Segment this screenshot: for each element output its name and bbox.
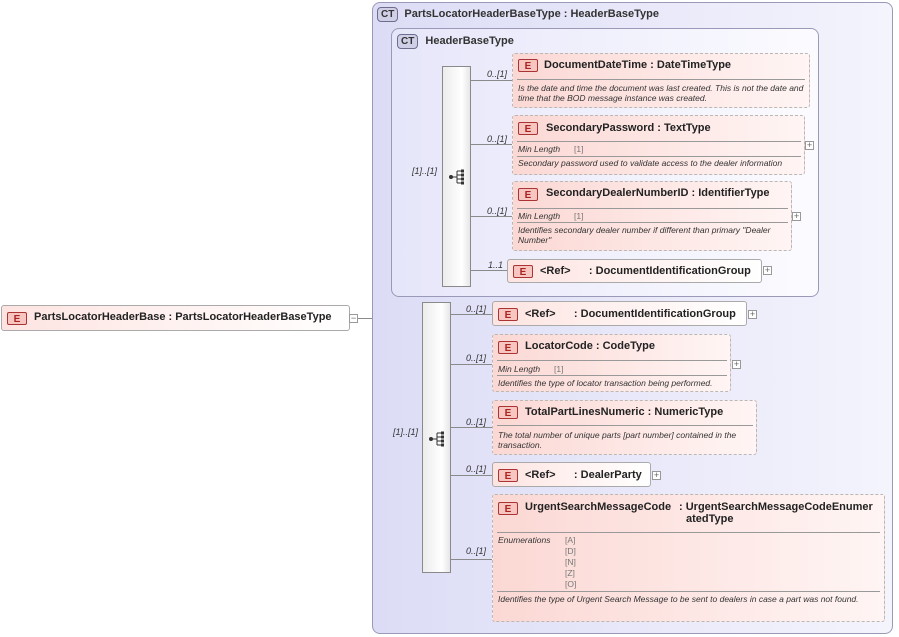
sequence-compositor[interactable] [442, 66, 471, 287]
root-element-title: PartsLocatorHeaderBase : PartsLocatorHea… [34, 311, 332, 323]
element-description: Identifies the type of Urgent Search Mes… [498, 594, 859, 604]
branch-line [471, 270, 507, 271]
branch-line [471, 80, 512, 81]
element-title: <Ref> : DealerParty [525, 469, 642, 481]
element-locator-code[interactable]: E LocatorCode : CodeType Min Length [1] … [492, 334, 731, 392]
element-urgent-search-message-code[interactable]: E UrgentSearchMessageCode : UrgentSearch… [492, 494, 885, 622]
element-badge: E [518, 122, 538, 135]
root-collapse-icon[interactable]: − [349, 313, 358, 323]
element-total-part-lines-numeric[interactable]: E TotalPartLinesNumeric : NumericType Th… [492, 400, 757, 455]
divider [497, 375, 727, 376]
branch-line [451, 427, 492, 428]
facet-value: [1] [574, 144, 584, 154]
sequence-occurrence: [1]..[1] [393, 427, 419, 437]
expand-icon[interactable]: + [732, 359, 741, 369]
branch-line [471, 216, 512, 217]
element-title: SecondaryPassword : TextType [546, 122, 711, 134]
element-occurrence: 0..[1] [466, 304, 487, 314]
complex-type-inner-title: HeaderBaseType [425, 35, 514, 47]
element-title: TotalPartLinesNumeric : NumericType [525, 406, 724, 418]
element-occurrence: 0..[1] [466, 353, 487, 363]
element-badge: E [498, 502, 518, 515]
element-description: Is the date and time the document was la… [518, 83, 804, 103]
complex-type-outer-header: CT PartsLocatorHeaderBaseType : HeaderBa… [377, 7, 659, 22]
sequence-icon [449, 169, 464, 185]
enumeration-value: [A] [565, 535, 576, 545]
element-title: DocumentDateTime : DateTimeType [544, 59, 732, 71]
facet-label: Min Length [518, 211, 561, 221]
complex-type-inner-header: CT HeaderBaseType [397, 34, 514, 49]
enumeration-value: [N] [565, 557, 576, 567]
sequence-icon [429, 431, 444, 447]
ct-badge: CT [377, 7, 399, 22]
element-badge: E [7, 312, 27, 325]
facet-label: Enumerations [498, 535, 551, 545]
element-occurrence: 0..[1] [487, 134, 508, 144]
facet-label: Min Length [498, 364, 541, 374]
branch-line [451, 475, 492, 476]
element-occurrence: 0..[1] [466, 546, 487, 556]
element-badge: E [498, 406, 518, 419]
element-occurrence: 1..1 [488, 260, 504, 270]
element-occurrence: 0..[1] [466, 464, 487, 474]
element-title-name: UrgentSearchMessageCode [525, 501, 672, 513]
element-description: Identifies the type of locator transacti… [498, 378, 713, 388]
branch-line [471, 144, 512, 145]
element-badge: E [498, 469, 518, 482]
divider [517, 222, 788, 223]
element-title-type-wrap: atedType [686, 513, 734, 525]
sequence-occurrence: [1]..[1] [412, 166, 438, 176]
divider [497, 425, 753, 426]
divider [497, 360, 727, 361]
expand-icon[interactable]: + [792, 211, 801, 221]
divider [497, 591, 880, 592]
element-occurrence: 0..[1] [466, 417, 487, 427]
element-title: LocatorCode : CodeType [525, 340, 655, 352]
expand-icon[interactable]: + [748, 309, 757, 319]
branch-line [451, 314, 492, 315]
element-ref-document-identification-group[interactable]: E <Ref> : DocumentIdentificationGroup [507, 259, 762, 283]
element-description: The total number of unique parts [part n… [498, 430, 737, 450]
element-title: <Ref> : DocumentIdentificationGroup [540, 265, 751, 277]
facet-label: Min Length [518, 144, 561, 154]
element-badge: E [518, 59, 538, 72]
sequence-compositor[interactable] [422, 302, 451, 573]
element-badge: E [518, 188, 538, 201]
element-occurrence: 0..[1] [487, 206, 508, 216]
enumeration-value: [O] [565, 579, 577, 589]
element-occurrence: 0..[1] [487, 69, 508, 79]
connector-root [357, 318, 382, 319]
enumeration-value: [Z] [565, 568, 575, 578]
branch-line [451, 559, 492, 560]
divider [517, 156, 801, 157]
element-secondary-dealer-number-id[interactable]: E SecondaryDealerNumberID : IdentifierTy… [512, 181, 792, 251]
enumeration-value: [D] [565, 546, 576, 556]
element-document-date-time[interactable]: E DocumentDateTime : DateTimeType Is the… [512, 53, 810, 108]
element-title: SecondaryDealerNumberID : IdentifierType [546, 187, 770, 199]
root-element[interactable]: E PartsLocatorHeaderBase : PartsLocatorH… [1, 305, 350, 331]
divider [497, 532, 880, 533]
expand-icon[interactable]: + [763, 265, 772, 275]
expand-icon[interactable]: + [805, 140, 814, 150]
facet-value: [1] [574, 211, 584, 221]
element-description: Identifies secondary dealer number if di… [518, 225, 771, 245]
element-ref-document-identification-group[interactable]: E <Ref> : DocumentIdentificationGroup [492, 301, 747, 326]
element-description: Secondary password used to validate acce… [518, 158, 783, 168]
element-ref-dealer-party[interactable]: E <Ref> : DealerParty [492, 462, 651, 487]
facet-value: [1] [554, 364, 564, 374]
complex-type-outer-title: PartsLocatorHeaderBaseType : HeaderBaseT… [404, 8, 659, 20]
ct-badge: CT [397, 34, 419, 49]
expand-icon[interactable]: + [652, 470, 661, 480]
divider [517, 208, 788, 209]
divider [517, 141, 801, 142]
element-badge: E [498, 341, 518, 354]
element-badge: E [498, 308, 518, 321]
element-badge: E [513, 265, 533, 278]
branch-line [451, 364, 492, 365]
element-title-type: : UrgentSearchMessageCodeEnumer [679, 501, 873, 513]
divider [517, 79, 805, 80]
element-secondary-password[interactable]: E SecondaryPassword : TextType Min Lengt… [512, 115, 805, 175]
element-title: <Ref> : DocumentIdentificationGroup [525, 308, 736, 320]
